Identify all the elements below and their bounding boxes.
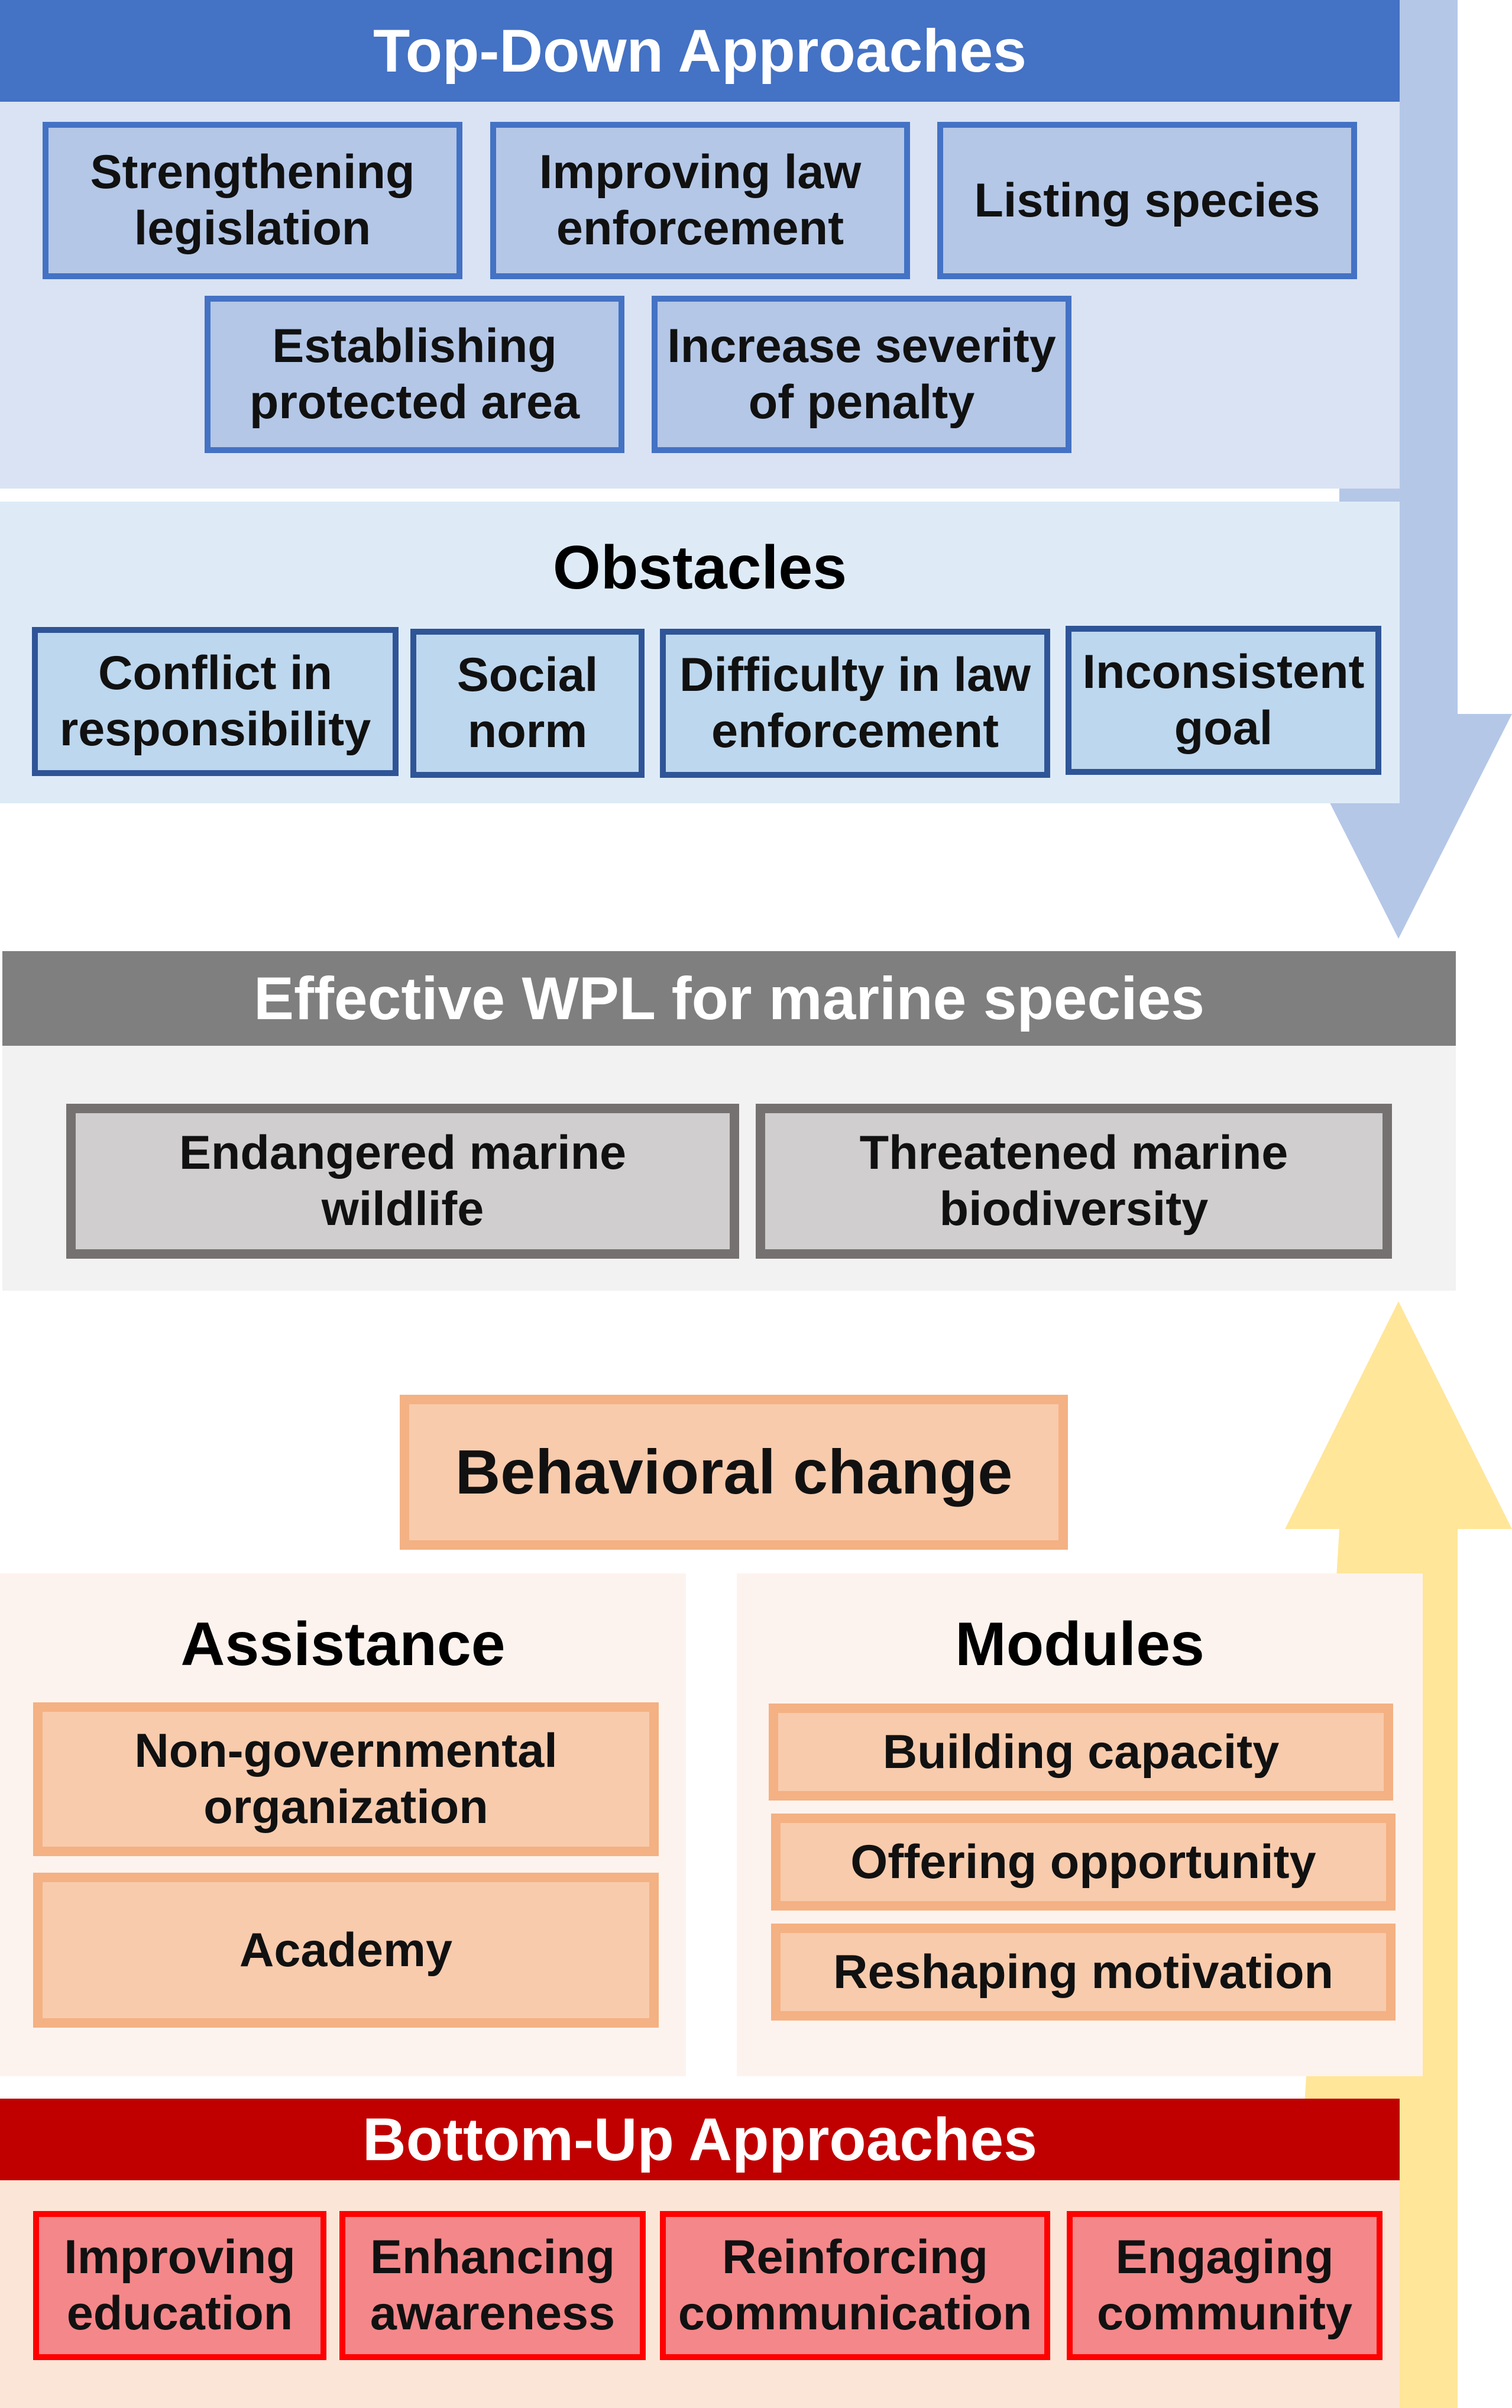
module-reshaping-motivation-box: Reshaping motivation xyxy=(771,1924,1396,2021)
module-building-capacity-box: Building capacity xyxy=(769,1704,1393,1801)
top-down-title: Top-Down Approaches xyxy=(0,0,1400,102)
approach-increase-severity-of-penalty: Increase severity of penalty xyxy=(652,296,1071,453)
approach-establishing-protected-area: Establishing protected area xyxy=(205,296,624,453)
assistance-academy-box: Academy xyxy=(33,1873,659,2028)
modules-title: Modules xyxy=(955,1609,1205,1679)
approach-listing-species: Listing species xyxy=(937,122,1357,279)
assistance-ngo-box: Non-governmental organization xyxy=(33,1702,659,1856)
bottom-up-title: Bottom-Up Approaches xyxy=(0,2099,1400,2180)
bottom-up-improving-education: Improving education xyxy=(33,2211,326,2360)
approach-improving-law-enforcement: Improving law enforcement xyxy=(490,122,910,279)
approach-strengthening-legislation: Strengthening legislation xyxy=(43,122,462,279)
module-offering-opportunity-box: Offering opportunity xyxy=(771,1814,1396,1911)
endangered-marine-wildlife-box: Endangered marine wildlife xyxy=(66,1104,739,1259)
obstacle-inconsistent-goal: Inconsistent goal xyxy=(1066,626,1381,775)
effective-title: Effective WPL for marine species xyxy=(2,951,1456,1046)
obstacle-conflict-in-responsibility: Conflict in responsibility xyxy=(32,627,399,776)
bottom-up-reinforcing-communication: Reinforcing communication xyxy=(660,2211,1050,2360)
behavioral-change-box: Behavioral change xyxy=(400,1395,1068,1550)
obstacle-difficulty-in-law-enforcement: Difficulty in law enforcement xyxy=(660,629,1050,778)
bottom-up-enhancing-awareness: Enhancing awareness xyxy=(339,2211,646,2360)
threatened-marine-biodiversity-box: Threatened marine biodiversity xyxy=(756,1104,1392,1259)
obstacles-title: Obstacles xyxy=(552,533,847,602)
obstacle-social-norm: Social norm xyxy=(410,629,645,778)
bottom-up-engaging-community: Engaging community xyxy=(1067,2211,1383,2360)
assistance-title: Assistance xyxy=(180,1609,506,1679)
